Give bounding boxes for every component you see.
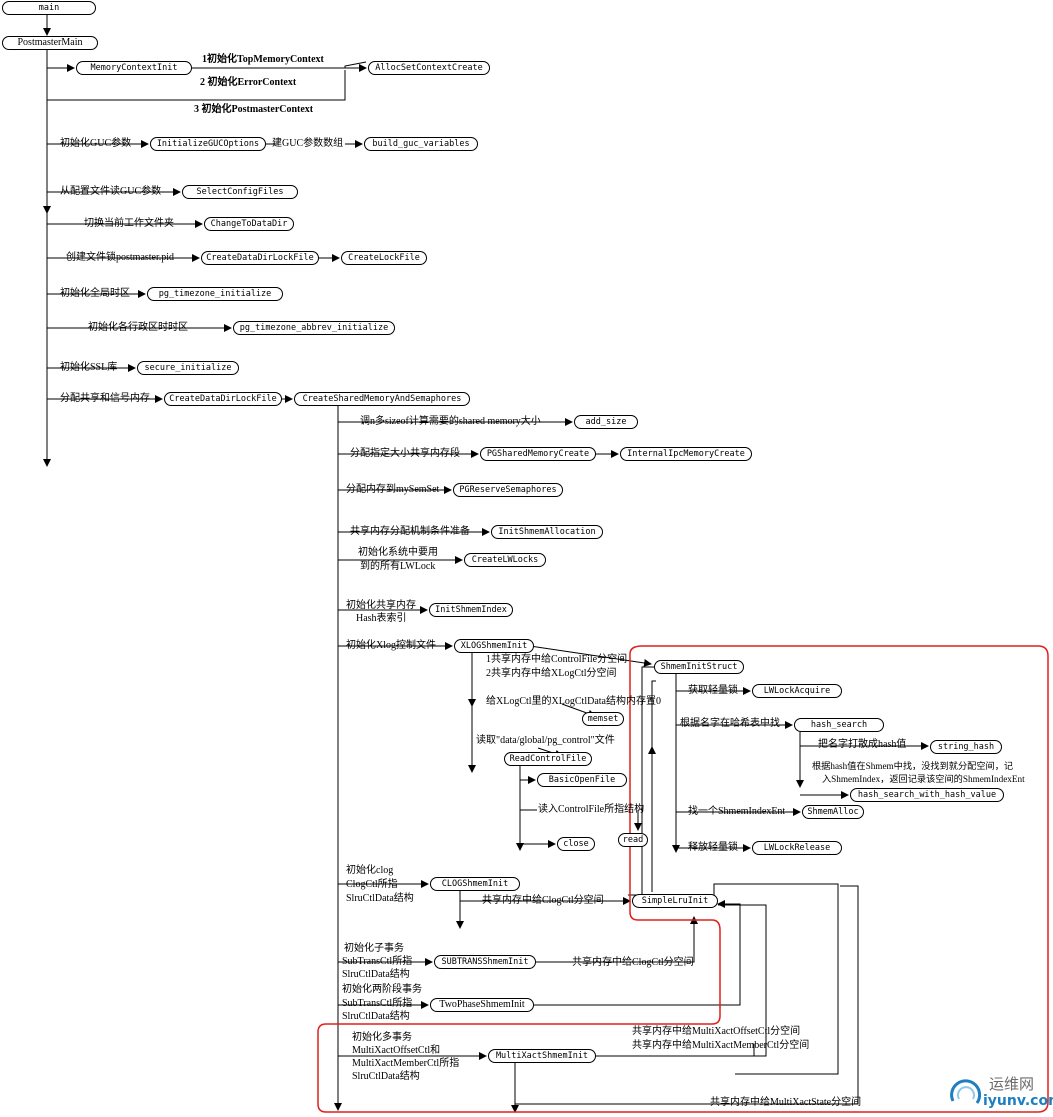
create-shared-memory-and-semaphores-node[interactable]: CreateSharedMemoryAndSemaphores (294, 392, 470, 406)
label-multixact-offset-alloc: 共享内存中给MultiXactOffsetCtl分空间 (632, 1026, 801, 1037)
label-init-multixact-2: MultiXactOffsetCtl和 (352, 1045, 441, 1056)
label-init-global-timezone: 初始化全局时区 (60, 288, 130, 299)
label-find-in-hash-by-name: 根据名字在哈希表中找 (680, 718, 780, 729)
label-init-twophase-3: SlruCtlData结构 (342, 1011, 410, 1022)
label-build-guc-array: 建GUC参数数组 (272, 138, 344, 149)
label-call-sizeof-shared-memory: 调n多sizeof计算需要的shared memory大小 (360, 416, 541, 427)
memory-context-init-node[interactable]: MemoryContextInit (76, 61, 192, 75)
watermark-cn: 运维网 (989, 1075, 1035, 1093)
subtrans-shmem-init-node[interactable]: SUBTRANSShmemInit (434, 955, 536, 969)
basic-open-file-node[interactable]: BasicOpenFile (537, 773, 627, 787)
create-lw-locks-node[interactable]: CreateLWLocks (464, 553, 546, 567)
memset-node[interactable]: memset (582, 712, 624, 726)
init-shmem-allocation-node[interactable]: InitShmemAllocation (491, 525, 603, 539)
label-multixact-state-alloc: 共享内存中给MultiXactState分空间 (710, 1097, 862, 1108)
postmaster-main-node[interactable]: PostmasterMain (2, 36, 98, 50)
label-switch-work-dir: 切换当前工作文件夹 (84, 218, 174, 229)
label-shmem-alloc-prepare: 共享内存分配机制条件准备 (350, 526, 470, 537)
label-init-subtrans-3: SlruCtlData结构 (342, 969, 410, 980)
label-read-control-struct: 读入ControlFile所指结构 (538, 804, 645, 815)
label-init-multixact-1: 初始化多事务 (352, 1032, 412, 1043)
label-init-shmem-index-1: 初始化共享内存 (346, 600, 416, 611)
string-hash-node[interactable]: string_hash (930, 740, 1002, 754)
label-hash-the-name: 把名字打散成hash值 (818, 739, 907, 750)
xlog-shmem-init-node[interactable]: XLOGShmemInit (454, 639, 534, 653)
watermark-logo-icon (950, 1079, 982, 1104)
pg-timezone-abbrev-initialize-node[interactable]: pg_timezone_abbrev_initialize (233, 321, 395, 335)
label-read-pg-control: 读取"data/global/pg_control"文件 (476, 735, 615, 746)
read-control-file-node[interactable]: ReadControlFile (504, 752, 592, 766)
read-node[interactable]: read (618, 833, 648, 847)
label-init-subtrans-1: 初始化子事务 (344, 943, 404, 954)
create-lock-file-node[interactable]: CreateLockFile (341, 251, 427, 265)
label-init-xlog-control: 初始化Xlog控制文件 (346, 640, 436, 651)
label-init-region-timezones: 初始化各行政区时时区 (88, 322, 188, 333)
highlight-outline (317, 645, 1049, 1113)
close-node[interactable]: close (557, 837, 595, 851)
label-init-lwlock-2: 到的所有LWLock (360, 561, 436, 572)
init-shmem-index-node[interactable]: InitShmemIndex (429, 603, 513, 617)
label-get-lightweight-lock: 获取轻量锁 (688, 685, 738, 696)
label-alloc-sized-shared-segment: 分配指定大小共享内存段 (350, 448, 460, 459)
clog-shmem-init-node[interactable]: CLOGShmemInit (430, 877, 520, 891)
label-init-error-context: 2 初始化ErrorContext (200, 77, 297, 88)
watermark-en: iyunv.com (983, 1093, 1053, 1109)
label-read-guc-from-config: 从配置文件读GUC参数 (60, 186, 162, 197)
lw-lock-acquire-node[interactable]: LWLockAcquire (752, 684, 842, 698)
label-init-shmem-index-2: Hash表索引 (356, 613, 407, 624)
label-init-postmaster-context: 3 初始化PostmasterContext (194, 104, 314, 115)
main-node[interactable]: main (2, 1, 96, 15)
internal-ipc-memory-create-node[interactable]: InternalIpcMemoryCreate (620, 447, 752, 461)
add-size-node[interactable]: add_size (574, 415, 638, 429)
label-release-lightweight-lock: 释放轻量锁 (688, 842, 738, 853)
label-init-ssl: 初始化SSL库 (60, 362, 118, 373)
shmem-init-struct-node[interactable]: ShmemInitStruct (654, 660, 744, 674)
build-guc-variables-node[interactable]: build_guc_variables (364, 137, 478, 151)
pg-timezone-initialize-node[interactable]: pg_timezone_initialize (147, 287, 283, 301)
label-init-clog-1: 初始化clog (346, 865, 394, 876)
label-init-twophase-1: 初始化两阶段事务 (342, 984, 422, 995)
create-data-dir-lock-file-node[interactable]: CreateDataDirLockFile (201, 251, 319, 265)
alloc-set-context-create-node[interactable]: AllocSetContextCreate (368, 61, 490, 75)
two-phase-shmem-init-node[interactable]: TwoPhaseShmemInit (430, 998, 534, 1012)
label-clog-alloc-shared: 共享内存中给ClogCtl分空间 (482, 895, 604, 906)
label-init-lwlock-1: 初始化系统中要用 (358, 547, 438, 558)
label-init-clog-2: ClogCtl所指 (346, 879, 398, 890)
label-hash-lookup-1: 根据hash值在Shmem中找，没找到就分配空间，记 (812, 761, 1014, 771)
label-init-clog-3: SlruCtlData结构 (346, 893, 414, 904)
create-data-dir-lock-file-node-2[interactable]: CreateDataDirLockFile (164, 392, 282, 406)
label-init-multixact-3: MultiXactMemberCtl所指 (352, 1058, 460, 1069)
label-xlog-step-1: 1共享内存中给ControlFile分空间 (486, 654, 628, 665)
select-config-files-node[interactable]: SelectConfigFiles (182, 185, 298, 199)
multi-xact-shmem-init-node[interactable]: MultiXactShmemInit (488, 1049, 596, 1063)
secure-initialize-node[interactable]: secure_initialize (137, 361, 239, 375)
label-init-guc-params: 初始化GUC参数 (60, 138, 132, 149)
simple-lru-init-node[interactable]: SimpleLruInit (632, 894, 718, 908)
label-xlog-step-2: 2共享内存中给XLogCtl分空间 (486, 668, 617, 679)
label-alloc-my-sem-set: 分配内存到mySemSet (346, 484, 440, 495)
change-to-data-dir-node[interactable]: ChangeToDataDir (204, 217, 294, 231)
site-watermark: 运维网 iyunv.com (947, 1073, 1053, 1113)
shmem-alloc-node[interactable]: ShmemAlloc (802, 805, 864, 819)
label-subtrans-alloc-shared: 共享内存中给ClogCtl分空间 (572, 957, 694, 968)
pg-shared-memory-create-node[interactable]: PGSharedMemoryCreate (480, 447, 596, 461)
hash-search-node[interactable]: hash_search (794, 718, 884, 732)
lw-lock-release-node[interactable]: LWLockRelease (752, 841, 842, 855)
label-alloc-shared-semaphore-memory: 分配共享和信号内存 (60, 393, 150, 404)
label-create-lock-file-pid: 创建文件锁postmaster.pid (66, 252, 175, 263)
label-multixact-member-alloc: 共享内存中给MultiXactMemberCtl分空间 (632, 1040, 810, 1051)
label-init-top-memory-context: 1初始化TopMemoryContext (202, 54, 324, 65)
label-hash-lookup-2: 入ShmemIndex，返回记录该空间的ShmemIndexEnt (822, 774, 1025, 784)
label-init-subtrans-2: SubTransCtl所指 (342, 956, 413, 967)
label-init-multixact-4: SlruCtlData结构 (352, 1071, 420, 1082)
label-xlog-ctl-data-zero: 给XLogCtl里的XLogCtlData结构内存置0 (486, 696, 661, 707)
label-find-shmem-index-ent: 找一个ShmemIndexEnt (688, 806, 786, 817)
label-init-twophase-2: SubTransCtl所指 (342, 998, 413, 1009)
hash-search-with-hash-value-node[interactable]: hash_search_with_hash_value (850, 788, 1004, 802)
pg-reserve-semaphores-node[interactable]: PGReserveSemaphores (453, 483, 563, 497)
initialize-guc-options-node[interactable]: InitializeGUCOptions (150, 137, 266, 151)
